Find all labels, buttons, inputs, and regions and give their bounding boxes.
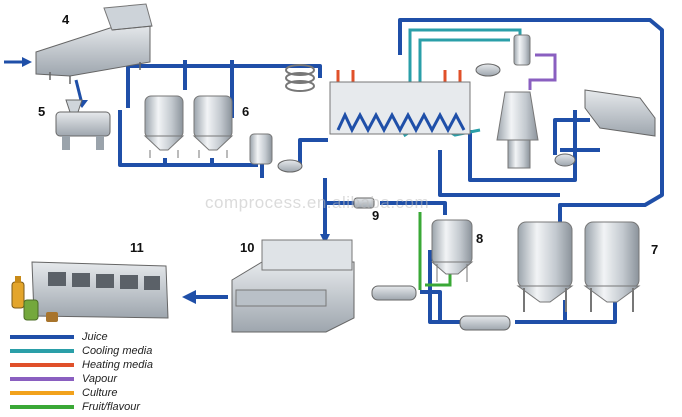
step-label-9: 9	[372, 208, 380, 223]
vapour-pipes	[528, 53, 557, 90]
legend-item-culture: Culture	[10, 386, 117, 400]
filling-machine	[231, 239, 355, 333]
legend-label-juice: Juice	[82, 331, 108, 343]
flavour-tank	[430, 219, 474, 282]
legend-swatch-flavour	[10, 405, 74, 409]
flow-arrow-to-filler	[320, 234, 330, 244]
legend-item-heating: Heating media	[10, 358, 153, 372]
feed-pump	[459, 315, 511, 331]
inlet-arrow	[4, 57, 32, 67]
step-label-5: 5	[38, 104, 46, 119]
legend-item-cooling: Cooling media	[10, 344, 152, 358]
cooling-coil	[285, 64, 315, 92]
legend-label-heating: Heating media	[82, 359, 153, 371]
washer-machine	[35, 3, 153, 108]
legend-label-culture: Culture	[82, 387, 118, 399]
flavour-pipes	[418, 212, 452, 290]
holding-tank-1	[143, 95, 185, 158]
step-label-8: 8	[476, 231, 484, 246]
blending-pump	[371, 285, 417, 301]
aseptic-filler-top	[584, 89, 656, 137]
vacuum-pump	[475, 63, 501, 77]
legend-item-vapour: Vapour	[10, 372, 117, 386]
legend-item-juice: Juice	[10, 330, 108, 344]
legend-label-vapour: Vapour	[82, 373, 118, 385]
juice-bottles	[11, 276, 58, 322]
separator-column	[496, 34, 539, 169]
transfer-pump-2	[554, 153, 576, 167]
storage-tank-1	[516, 221, 574, 312]
legend-item-flavour: Fruit/flavour	[10, 400, 140, 414]
small-dosing-tank	[249, 133, 273, 165]
step-label-7: 7	[651, 242, 659, 257]
step-label-11: 11	[130, 240, 144, 255]
legend-swatch-juice	[10, 335, 74, 339]
legend-swatch-vapour	[10, 377, 74, 381]
juice-pipes	[118, 18, 664, 324]
inline-valve	[353, 197, 375, 209]
packaging-tunnel	[31, 261, 169, 319]
holding-tank-2	[192, 95, 234, 158]
legend-label-cooling: Cooling media	[82, 345, 153, 357]
legend-swatch-heating	[10, 363, 74, 367]
legend-swatch-culture	[10, 391, 74, 395]
extractor-machine	[55, 99, 111, 150]
step-label-4: 4	[62, 12, 70, 27]
legend-swatch-cooling	[10, 349, 74, 353]
arrow-to-packer	[182, 290, 228, 304]
watermark-text: comprocess.en.alibaba.com	[205, 193, 430, 212]
plate-heat-exchanger	[329, 81, 471, 135]
step-label-6: 6	[242, 104, 250, 119]
storage-tank-2	[583, 221, 641, 312]
step-label-10: 10	[240, 240, 255, 255]
legend-label-flavour: Fruit/flavour	[82, 401, 141, 413]
transfer-pump-1	[277, 159, 303, 173]
